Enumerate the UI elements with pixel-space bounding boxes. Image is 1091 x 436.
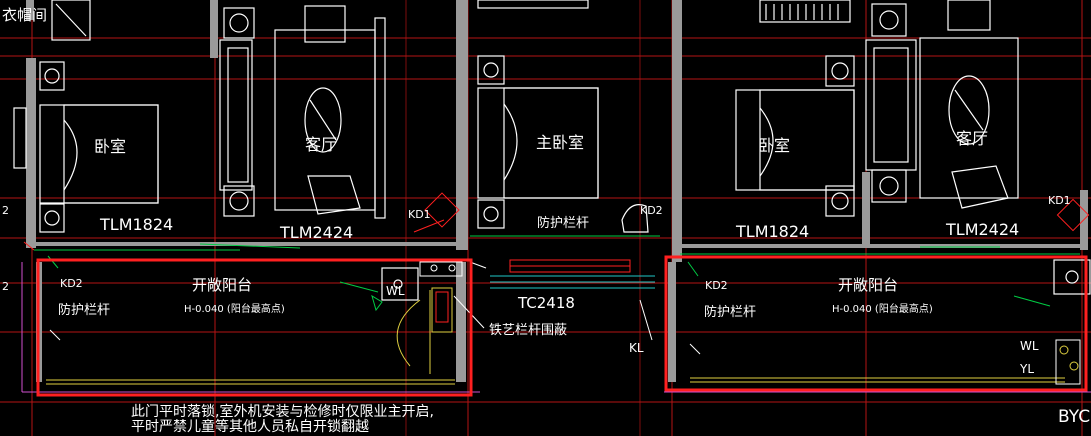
code-kd2-left: KD2 bbox=[60, 277, 83, 290]
code-kd1-right: KD1 bbox=[1048, 194, 1071, 207]
label-guardrail-left: 防护栏杆 bbox=[58, 302, 110, 318]
code-byc: BYC bbox=[1058, 407, 1090, 427]
label-guardrail-top: 防护栏杆 bbox=[537, 215, 589, 231]
room-label-bedroom-left: 卧室 bbox=[94, 137, 126, 156]
label-balcony-left: 开敞阳台 bbox=[192, 276, 252, 294]
label-guardrail-right: 防护栏杆 bbox=[704, 304, 756, 320]
left-edge-mark-2: 2 bbox=[2, 280, 9, 293]
code-wl-left: WL bbox=[386, 284, 405, 298]
room-label-cloakroom: 衣帽间 bbox=[2, 6, 47, 24]
code-kd2-mid: KD2 bbox=[640, 204, 663, 217]
door-code-tlm1824-right: TLM1824 bbox=[735, 222, 809, 241]
room-label-living-left: 客厅 bbox=[305, 135, 337, 154]
room-label-master-bedroom: 主卧室 bbox=[536, 133, 584, 152]
furniture bbox=[13, 0, 1091, 301]
label-level-right: H-0.040 (阳台最高点) bbox=[832, 302, 933, 315]
balcony-highlight-frames bbox=[36, 255, 1088, 397]
label-iron-fence: 铁艺栏杆围蔽 bbox=[489, 323, 567, 338]
left-edge-mark: 2 bbox=[2, 204, 9, 217]
annotation-lines bbox=[21, 192, 1091, 393]
room-label-bedroom-right: 卧室 bbox=[758, 136, 790, 155]
door-code-tlm2424-right: TLM2424 bbox=[945, 220, 1019, 239]
label-balcony-right: 开敞阳台 bbox=[838, 276, 898, 294]
door-code-tlm1824-left: TLM1824 bbox=[99, 215, 173, 234]
window-code-tc2418: TC2418 bbox=[517, 294, 575, 312]
code-kd2-right: KD2 bbox=[705, 279, 728, 292]
door-code-tlm2424-left: TLM2424 bbox=[279, 223, 353, 242]
note-line-2: 平时严禁儿童等其他人员私自开锁翻越 bbox=[131, 418, 369, 435]
note-line-1: 此门平时落锁,室外机安装与检修时仅限业主开启, bbox=[131, 403, 434, 420]
code-kl: KL bbox=[629, 341, 644, 355]
code-kd1-left: KD1 bbox=[408, 208, 431, 221]
label-level-left: H-0.040 (阳台最高点) bbox=[184, 302, 285, 315]
text-labels: 衣帽间 卧室 客厅 主卧室 卧室 客厅 TLM1824 TLM2424 TLM1… bbox=[2, 6, 1090, 435]
room-label-living-right: 客厅 bbox=[956, 129, 988, 148]
code-wl-right: WL bbox=[1020, 339, 1039, 353]
code-yl-right: YL bbox=[1019, 362, 1034, 376]
